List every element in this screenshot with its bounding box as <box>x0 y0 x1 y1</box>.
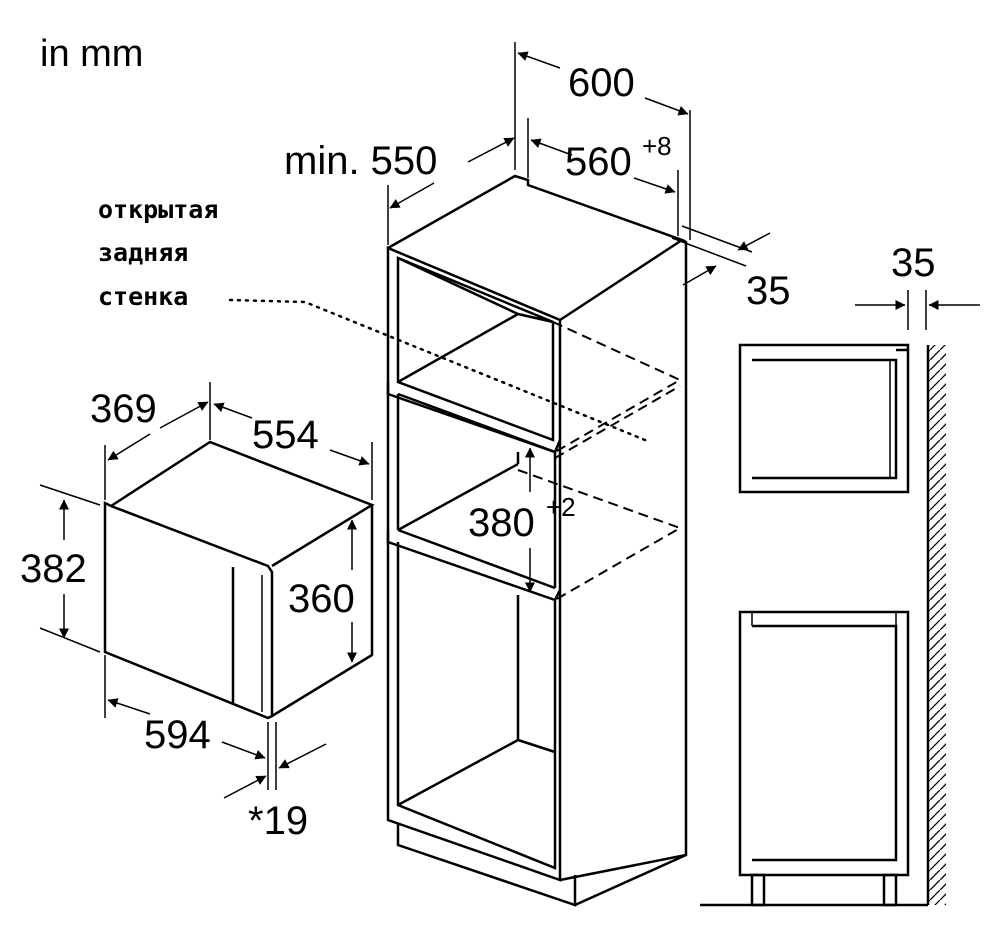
shelf-1 <box>386 382 562 454</box>
dim-side-gap: 35 <box>855 241 980 330</box>
dim-360: 360 <box>288 577 355 621</box>
dim-382: 382 <box>20 547 87 591</box>
dim-appliance-front-height: 382 <box>20 484 101 653</box>
dim-niche-height: 380 +2 <box>468 447 576 593</box>
dim-594: 594 <box>144 713 211 757</box>
cabinet-front-outline <box>386 246 562 882</box>
dim-560-tolerance: +8 <box>642 131 672 161</box>
appliance-side <box>271 505 374 718</box>
open-back-wall-note: открытая задняя стенка <box>98 195 652 444</box>
lower-compartment <box>396 542 557 870</box>
dim-cabinet-depth: min. 550 <box>284 137 515 245</box>
dim-380-tolerance: +2 <box>546 492 576 522</box>
middle-niche <box>397 392 557 588</box>
dim-35-cabinet: 35 <box>746 269 791 313</box>
appliance-top <box>110 440 375 568</box>
dim-35-side: 35 <box>891 241 936 285</box>
appliance-front <box>103 500 274 720</box>
dim-cabinet-side-offset: 35 <box>671 225 791 313</box>
hidden-line-upper <box>552 321 683 453</box>
shelf-2 <box>386 530 562 602</box>
cabinet-plinth <box>396 823 577 907</box>
dim-554: 554 <box>252 413 319 457</box>
dim-appliance-body-height: 360 <box>288 519 357 663</box>
cabinet-top <box>387 174 685 322</box>
dim-appliance-front-thickness: *19 <box>223 722 327 843</box>
cabinet-right-side <box>559 238 688 882</box>
note-leader-line <box>228 298 652 444</box>
microwave-appliance <box>103 440 375 720</box>
dim-369: 369 <box>90 387 157 431</box>
side-lower-cabinet <box>738 610 910 877</box>
dim-19: *19 <box>248 799 308 843</box>
side-upper-cabinet <box>738 343 910 494</box>
dim-appliance-width: 554 <box>213 402 373 500</box>
dim-appliance-front-width: 594 <box>104 655 269 790</box>
unit-label: in mm <box>40 33 143 75</box>
note-line-3: стенка <box>98 282 188 311</box>
dim-appliance-depth: 369 <box>90 382 211 500</box>
dim-380: 380 <box>468 501 535 545</box>
dim-560: 560 <box>565 140 632 184</box>
side-foot-left <box>750 873 766 907</box>
side-foot-right <box>882 873 898 907</box>
hidden-line-lower <box>517 469 683 601</box>
dim-cabinet-inner-width: 560 +8 <box>527 118 679 236</box>
note-line-1: открытая <box>98 195 218 224</box>
dim-600: 600 <box>568 61 635 105</box>
wall-hatch <box>928 345 946 905</box>
dim-cabinet-width: 600 <box>514 42 691 240</box>
tall-cabinet <box>386 174 688 907</box>
upper-compartment <box>396 256 555 442</box>
dim-min-550: min. 550 <box>284 139 437 183</box>
side-view <box>700 343 946 907</box>
note-line-2: задняя <box>98 238 188 267</box>
